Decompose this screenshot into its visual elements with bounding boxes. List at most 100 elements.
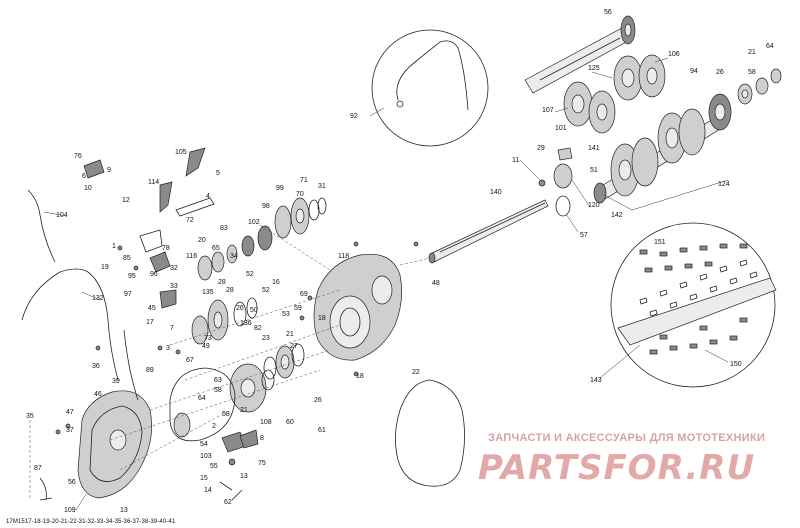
label: 56 <box>604 9 612 16</box>
label: 59 <box>294 305 302 312</box>
drive-axle-assembly <box>524 15 782 211</box>
label: 20 <box>198 237 206 244</box>
label: 58 <box>214 387 222 394</box>
leader-lines <box>43 57 729 511</box>
label: 58 <box>748 69 756 76</box>
sprocket-64 <box>173 412 191 438</box>
label: 56 <box>68 479 76 486</box>
cable-89 <box>123 329 139 401</box>
label: 28 <box>218 279 226 286</box>
label: 64 <box>198 395 206 402</box>
label: 69 <box>300 291 308 298</box>
label: 17 <box>146 319 154 326</box>
label: 45 <box>148 305 156 312</box>
label: 55 <box>210 463 218 470</box>
clips-151 <box>639 243 748 273</box>
label: 6 <box>82 173 86 180</box>
label: 92 <box>350 113 358 120</box>
arm-114 <box>159 181 173 213</box>
sprocket-upper-right <box>657 108 706 164</box>
label: 65 <box>212 245 220 252</box>
label: 143 <box>590 377 602 384</box>
sprocket-107 <box>563 81 593 127</box>
label: 71 <box>300 177 308 184</box>
cable-104 <box>27 189 56 263</box>
label: 10 <box>84 185 92 192</box>
label: 78 <box>162 245 170 252</box>
label: 58 <box>222 411 230 418</box>
label: 18 <box>356 373 364 380</box>
label: 3 <box>166 345 170 352</box>
label: 96 <box>150 271 158 278</box>
label: 125 <box>588 65 600 72</box>
label: 49 <box>202 343 210 350</box>
ring-57 <box>555 195 571 217</box>
lever-105 <box>185 147 206 177</box>
label: 120 <box>588 202 600 209</box>
watermark-logo: PARTSFOR.RU <box>478 448 756 488</box>
label: 72 <box>186 217 194 224</box>
label: 34 <box>230 253 238 260</box>
bracket-29 <box>557 147 573 161</box>
assembly-lines <box>29 224 431 500</box>
label: 12 <box>122 197 130 204</box>
clips-150 <box>649 317 748 355</box>
label: 14 <box>204 487 212 494</box>
gear-set-lower <box>229 343 305 413</box>
label: 39 <box>112 378 120 385</box>
sprocket-125 <box>613 55 643 101</box>
label: 26 <box>236 305 244 312</box>
label: 47 <box>66 409 74 416</box>
label: 141 <box>588 145 600 152</box>
label: 29 <box>537 145 545 152</box>
label: 28 <box>226 287 234 294</box>
label: 36 <box>92 363 100 370</box>
gear-98 <box>274 205 292 239</box>
shift-lever-assembly <box>83 147 215 309</box>
label: 76 <box>74 153 82 160</box>
diagram-code: 17M1517-18-19-20-21-22-31-32-33-34-35-36… <box>6 519 176 525</box>
label: 114 <box>148 179 159 186</box>
bearing-20 <box>197 255 213 281</box>
label: 9 <box>107 167 111 174</box>
label: 48 <box>432 280 440 287</box>
label: 21 <box>748 49 756 56</box>
label: 83 <box>220 225 228 232</box>
label: 108 <box>260 419 272 426</box>
fork-96 <box>149 251 171 273</box>
bracket-76 <box>83 159 105 179</box>
label: 26 <box>314 397 322 404</box>
label: 151 <box>654 239 666 246</box>
label: 11 <box>512 157 519 164</box>
label: 52 <box>246 271 254 278</box>
label: 19 <box>101 264 109 271</box>
label: 51 <box>590 167 598 174</box>
label: 16 <box>272 279 280 286</box>
gear-stack-center <box>191 197 327 345</box>
label: 32 <box>170 265 178 272</box>
label: 75 <box>258 460 266 467</box>
label: 124 <box>718 181 730 188</box>
label: 140 <box>490 189 502 196</box>
label: 33 <box>170 283 178 290</box>
label: 63 <box>214 377 222 384</box>
label: 37 <box>66 427 74 434</box>
rod-72 <box>175 197 215 217</box>
label: 70 <box>296 191 304 198</box>
cover-120 <box>553 163 573 189</box>
label: 150 <box>730 361 742 368</box>
sprocket-106 <box>638 54 666 98</box>
label: 57 <box>580 232 588 239</box>
fork-17 <box>159 289 177 309</box>
label: 106 <box>668 51 680 58</box>
label: 50 <box>250 307 258 314</box>
label: 105 <box>175 149 187 156</box>
label: 2 <box>212 423 216 430</box>
gasket-22 <box>395 379 465 487</box>
label: 103 <box>200 453 212 460</box>
label: 87 <box>34 465 42 472</box>
label: 136 <box>240 320 252 327</box>
label: 52 <box>262 287 270 294</box>
label: 35 <box>26 413 34 420</box>
label: 13 <box>240 473 248 480</box>
